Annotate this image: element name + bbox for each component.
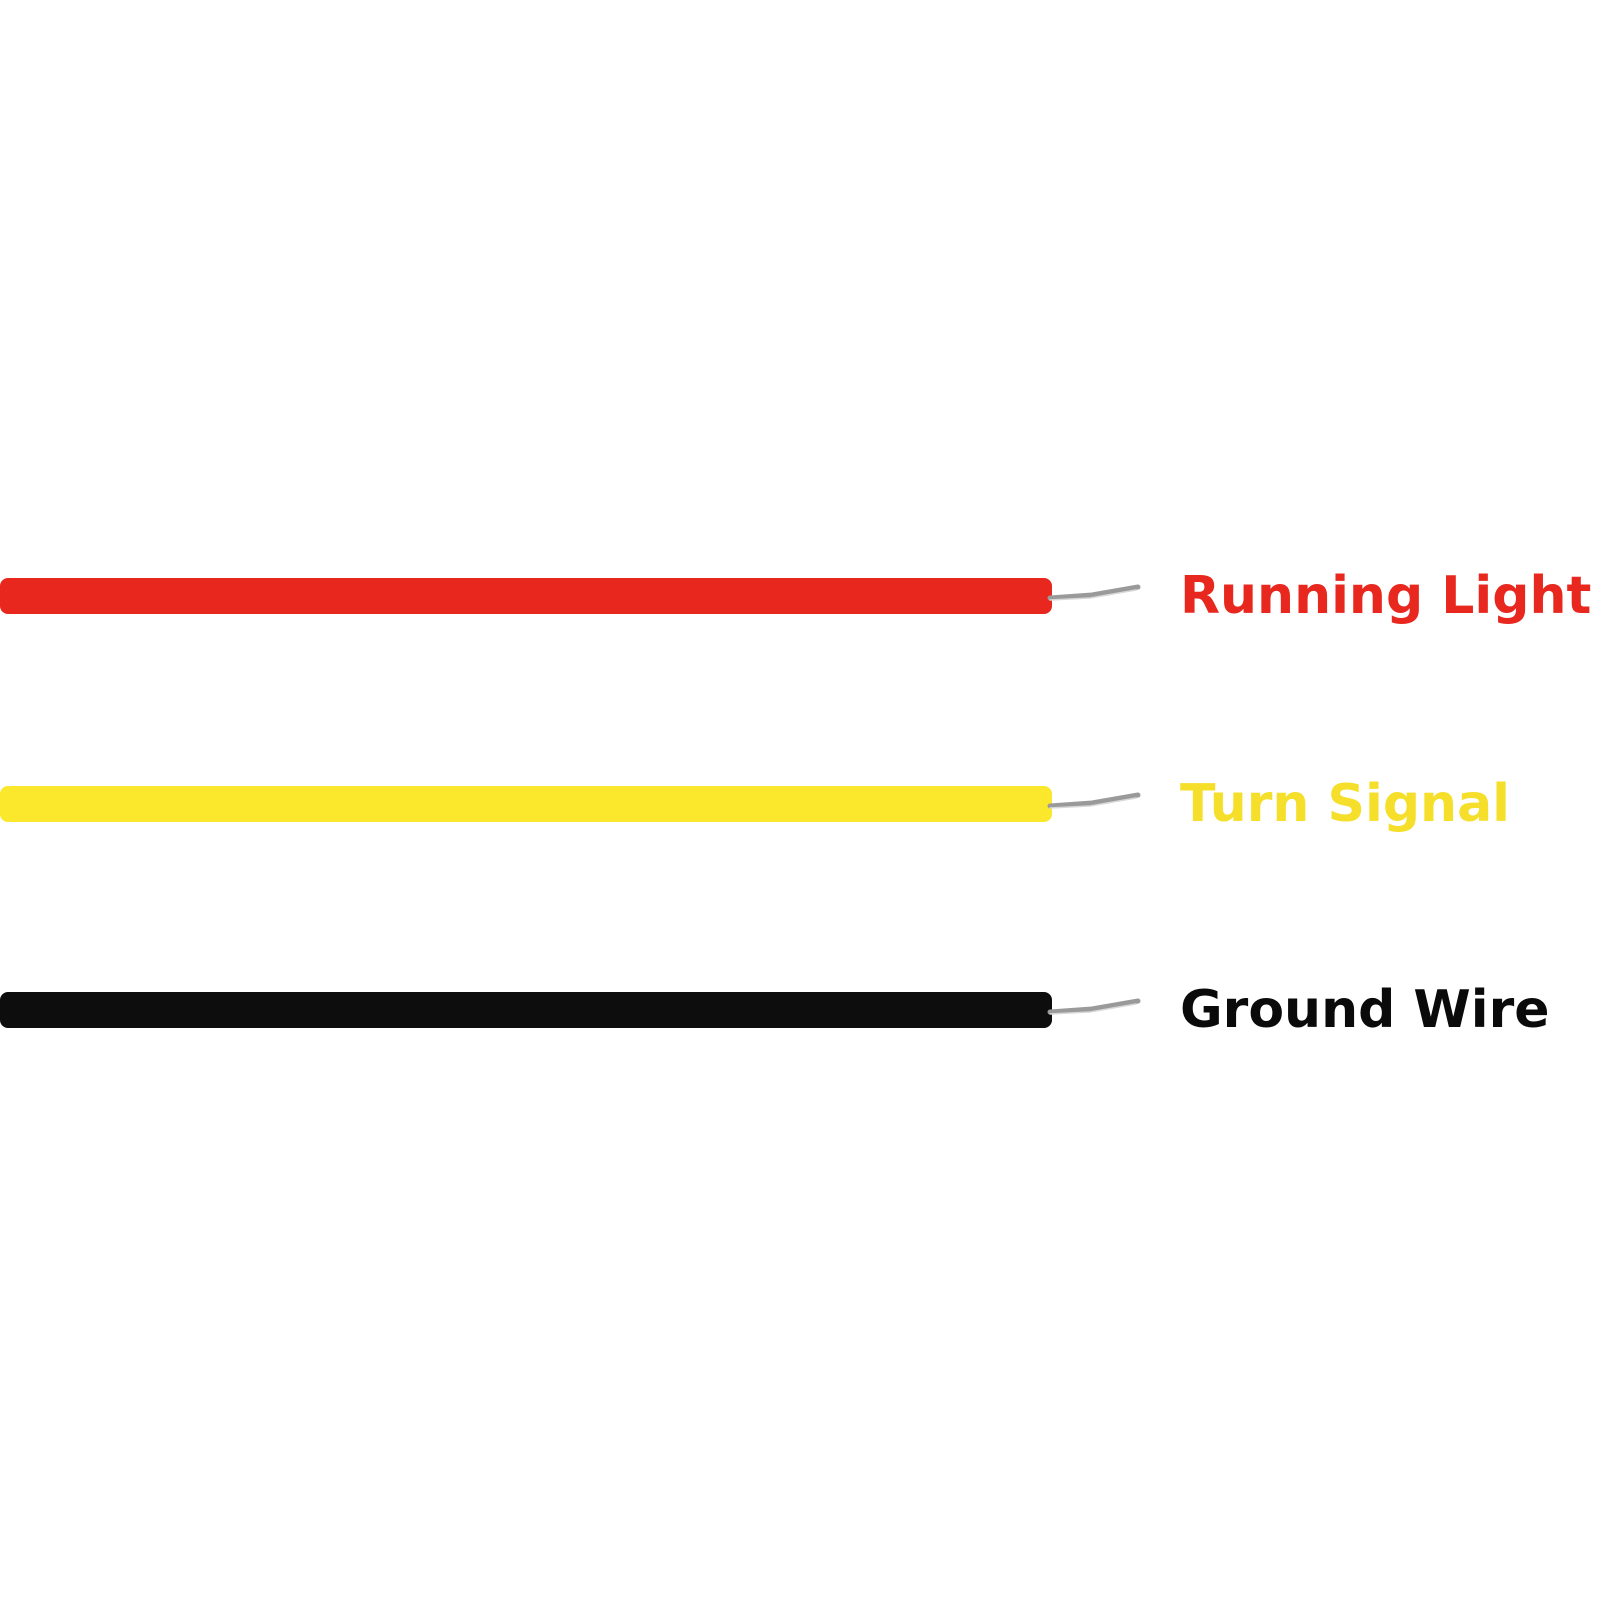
yellow-wire-conductor <box>1047 792 1141 809</box>
turn-signal-label: Turn Signal <box>1180 774 1510 834</box>
red-wire-icon <box>0 578 1141 614</box>
black-wire-insulation <box>0 992 1052 1028</box>
black-wire-icon <box>0 992 1141 1028</box>
wire-row-ground-wire: Ground Wire <box>0 970 1600 1050</box>
running-light-label: Running Light <box>1180 566 1592 626</box>
wire-row-running-light: Running Light <box>0 556 1600 636</box>
black-wire-conductor <box>1047 998 1141 1015</box>
yellow-wire-icon <box>0 786 1141 822</box>
yellow-wire-insulation <box>0 786 1052 822</box>
red-wire-conductor <box>1047 584 1141 601</box>
wire-row-turn-signal: Turn Signal <box>0 764 1600 844</box>
red-wire-insulation <box>0 578 1052 614</box>
ground-wire-label: Ground Wire <box>1180 980 1550 1040</box>
